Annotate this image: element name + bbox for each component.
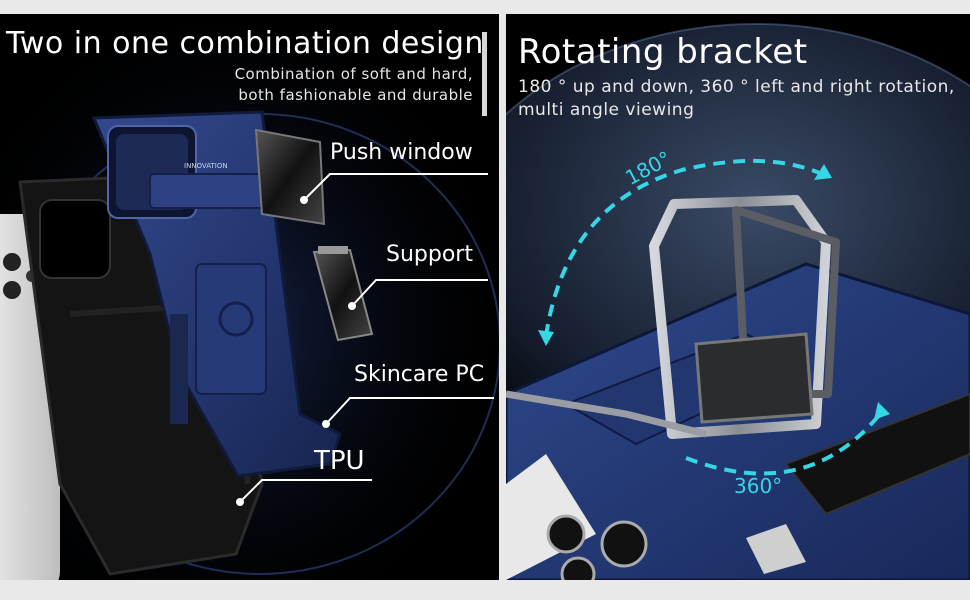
push-window-part [254, 128, 326, 226]
title-divider-bar [482, 32, 487, 116]
ring-bracket [506, 195, 840, 439]
tpu-leader [239, 479, 372, 503]
label-support: Support [386, 242, 473, 267]
support-part [312, 246, 374, 342]
right-description-line: 180 ° up and down, 360 ° left and right … [518, 77, 955, 97]
right-description-line: multi angle viewing [518, 100, 695, 120]
left-subtitle-line: Combination of soft and hard, [234, 65, 473, 83]
label-skincare-pc: Skincare PC [354, 362, 485, 387]
case-brand-text: INNOVATION [184, 162, 228, 170]
skincare-pc-leader [325, 397, 494, 425]
left-title: Two in one combination design [6, 26, 484, 61]
angle-label-360: 360° [734, 474, 783, 498]
arrow-180 [544, 158, 823, 337]
left-panel: INNOVATION Two in one combination design… [0, 14, 499, 580]
label-push-window: Push window [330, 140, 473, 165]
exploded-case-illustration: INNOVATION [0, 14, 499, 580]
right-panel: Rotating bracket 180 ° up and down, 360 … [506, 14, 970, 580]
label-tpu: TPU [314, 446, 365, 476]
left-subtitle-line: both fashionable and durable [238, 86, 473, 104]
right-title: Rotating bracket [518, 32, 808, 72]
left-subtitle: Combination of soft and hard, both fashi… [235, 64, 473, 106]
support-leader [351, 279, 488, 307]
rotating-bracket-illustration [506, 23, 970, 580]
right-description: 180 ° up and down, 360 ° left and right … [518, 76, 955, 122]
push-window-leader [303, 173, 488, 201]
blue-pc-case [91, 110, 342, 478]
arrow-360 [685, 412, 882, 476]
